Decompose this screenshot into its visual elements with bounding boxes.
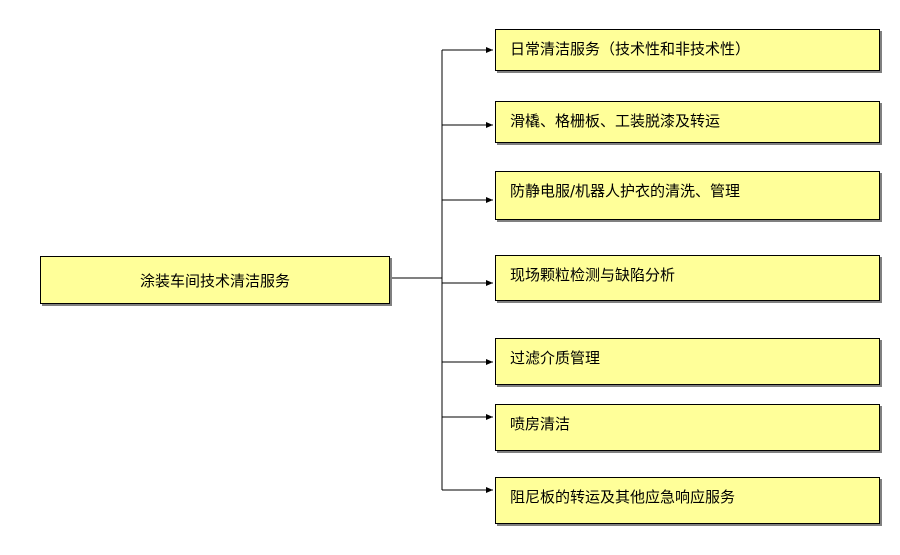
root-node-label: 涂装车间技术清洁服务 [139, 271, 290, 290]
child-node-label: 滑橇、格栅板、工装脱漆及转运 [510, 112, 721, 130]
child-node-filter-media-management: 过滤介质管理 [495, 338, 880, 385]
child-node-label: 现场颗粒检测与缺陷分析 [510, 266, 676, 284]
root-node: 涂装车间技术清洁服务 [40, 256, 390, 304]
child-node-daily-cleaning: 日常清洁服务（技术性和非技术性） [495, 29, 880, 71]
child-node-label: 日常清洁服务（技术性和非技术性） [510, 40, 751, 58]
child-node-particle-detection: 现场颗粒检测与缺陷分析 [495, 255, 880, 301]
child-node-label: 防静电服/机器人护衣的清洗、管理 [510, 182, 741, 200]
child-node-label: 喷房清洁 [510, 415, 571, 433]
child-node-skid-grating-stripping: 滑橇、格栅板、工装脱漆及转运 [495, 101, 880, 143]
child-node-spray-booth-cleaning: 喷房清洁 [495, 404, 880, 451]
child-node-label: 过滤介质管理 [510, 349, 601, 367]
child-node-damping-plate-transport: 阻尼板的转运及其他应急响应服务 [495, 477, 880, 524]
child-node-label: 阻尼板的转运及其他应急响应服务 [510, 488, 736, 506]
child-node-antistatic-suit-cleaning: 防静电服/机器人护衣的清洗、管理 [495, 171, 880, 220]
